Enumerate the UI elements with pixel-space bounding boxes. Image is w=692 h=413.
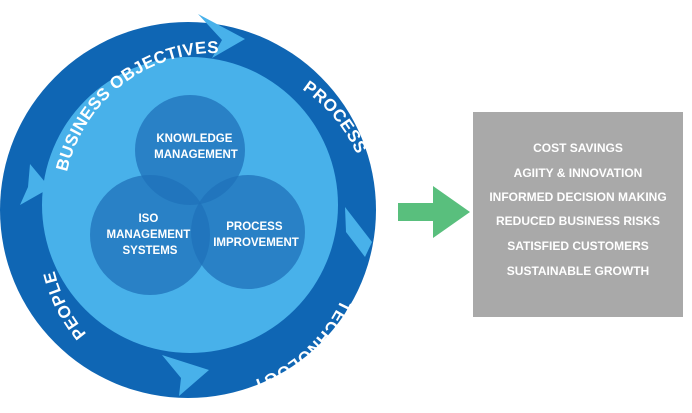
outcome-item: COST SAVINGS — [533, 141, 623, 155]
venn-circle-process — [191, 175, 305, 289]
outcome-item: INFORMED DECISION MAKING — [489, 190, 666, 204]
ring-arrow-top-right — [198, 14, 245, 58]
outcome-item: SUSTAINABLE GROWTH — [507, 264, 649, 278]
outcome-box — [473, 112, 683, 317]
venn-label-knowledge: KNOWLEDGE MANAGEMENT — [154, 133, 238, 161]
ring-arrow-right — [345, 207, 372, 257]
ring-arrow-bottom — [162, 355, 209, 396]
venn-label-process: PROCESS IMPROVEMENT — [213, 221, 299, 249]
venn-circle-iso — [90, 175, 210, 295]
outcome-item: REDUCED BUSINESS RISKS — [496, 214, 660, 228]
outcome-item: SATISFIED CUSTOMERS — [507, 239, 649, 253]
outcome-item: AGIITY & INNOVATION — [514, 166, 643, 180]
venn-label-iso: ISO MANAGEMENT SYSTEMS — [107, 213, 194, 257]
ring-arrow-left — [20, 164, 50, 205]
result-arrow — [398, 186, 470, 238]
outcome-list: COST SAVINGS AGIITY & INNOVATION INFORME… — [489, 141, 666, 278]
